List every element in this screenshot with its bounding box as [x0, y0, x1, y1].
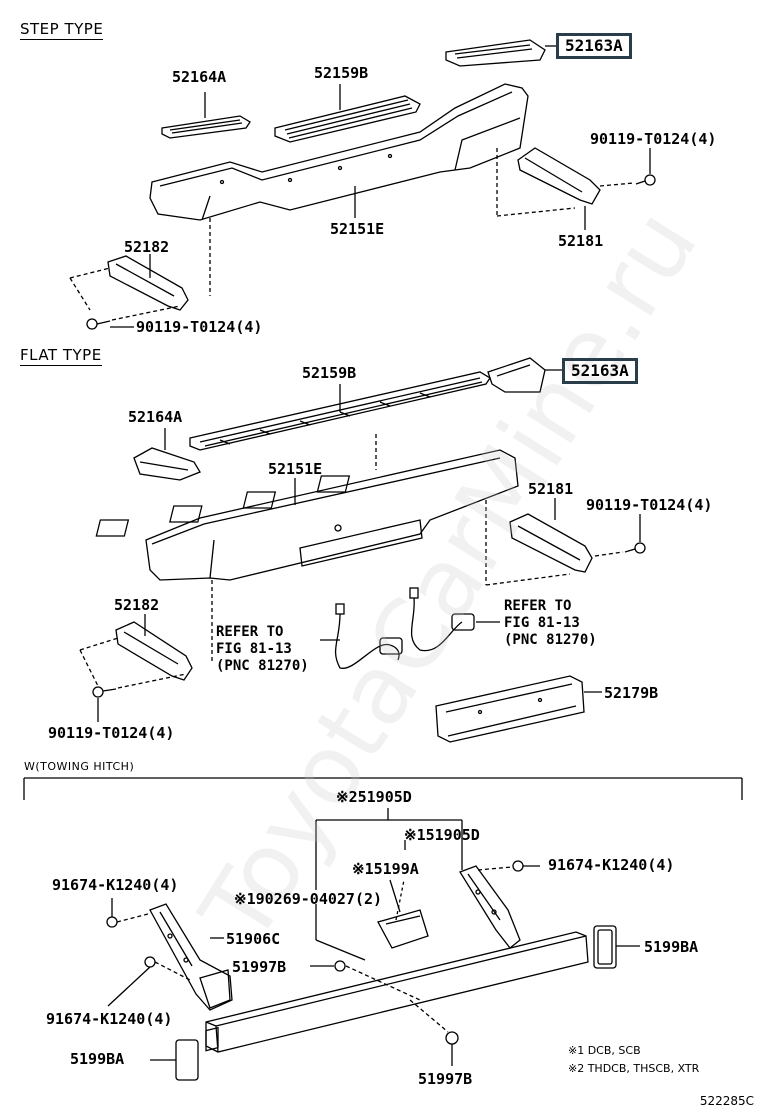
step-pad-52164a-shape: [161, 115, 251, 139]
part-label-step-bolt-left[interactable]: 90119-T0124(4): [136, 318, 263, 336]
flat-bumper-shape: [95, 434, 519, 581]
hitch-bracket-left-shape: [149, 903, 233, 1011]
license-lamp-wiring-shape: [320, 587, 500, 669]
part-label-flat-52182[interactable]: 52182: [114, 596, 160, 614]
refer-right-line-3: (PNC 81270): [504, 632, 597, 648]
part-label-flat-bolt-right[interactable]: 90119-T0124(4): [586, 496, 713, 514]
hitch-bolt-left-top-shape: [106, 898, 149, 928]
refer-right-line-1: REFER TO: [504, 598, 572, 614]
part-label-step-52163a[interactable]: 52163A: [556, 33, 632, 59]
hitch-bolt-left-bottom-shape: [107, 956, 191, 1007]
part-label-step-52159b[interactable]: 52159B: [314, 64, 369, 82]
flat-end-cap-52164a-shape: [133, 447, 201, 481]
step-bumper-shape: [149, 83, 529, 221]
step-pad-52163a-shape: [445, 39, 546, 67]
refer-note-right[interactable]: REFER TO FIG 81-13 (PNC 81270): [504, 598, 597, 649]
figure-code: 522285C: [699, 1094, 754, 1108]
flat-bracket-52181-shape: [485, 500, 593, 586]
part-label-step-52182[interactable]: 52182: [124, 238, 170, 256]
section-flat-type: FLAT TYPE: [20, 346, 102, 366]
part-label-flat-52164a[interactable]: 52164A: [128, 408, 183, 426]
hitch-plug-5199ba-right-shape: [593, 925, 640, 969]
part-label-hitch-bolt-left-bottom[interactable]: 91674-K1240(4): [46, 1010, 173, 1028]
refer-left-line-1: REFER TO: [216, 624, 284, 640]
part-label-flat-52151e[interactable]: 52151E: [268, 460, 323, 478]
part-label-step-52181[interactable]: 52181: [558, 232, 604, 250]
part-label-hitch-bolt-left-top[interactable]: 91674-K1240(4): [52, 876, 179, 894]
part-label-hitch-bolt-top[interactable]: 91674-K1240(4): [548, 856, 675, 874]
part-label-hitch-5199ba-right[interactable]: 5199BA: [644, 938, 699, 956]
hitch-clip-51997b-shape: [310, 960, 421, 1001]
refer-note-left[interactable]: REFER TO FIG 81-13 (PNC 81270): [216, 624, 309, 675]
part-label-step-bolt-right[interactable]: 90119-T0124(4): [590, 130, 717, 148]
part-label-hitch-90269[interactable]: ※190269-04027(2): [234, 890, 383, 908]
step-bolt-left-shape: [86, 305, 181, 330]
hitch-receiver-tube-shape: [205, 931, 589, 1053]
footnote-2: ※2 THDCB, THSCB, XTR: [568, 1062, 700, 1075]
hitch-leaders-top: [315, 808, 463, 961]
part-label-step-52164a[interactable]: 52164A: [172, 68, 227, 86]
refer-left-line-3: (PNC 81270): [216, 658, 309, 674]
flat-bolt-left-shape: [92, 673, 187, 698]
section-towing-hitch: W(TOWING HITCH): [24, 760, 135, 773]
part-label-flat-52179b[interactable]: 52179B: [604, 684, 659, 702]
step-bracket-52181-shape: [496, 147, 601, 217]
refer-left-line-2: FIG 81-13: [216, 641, 292, 657]
part-label-hitch-51905d-2[interactable]: ※251905D: [336, 788, 412, 806]
hitch-plug-5199ba-left-shape: [150, 1039, 199, 1081]
part-label-flat-bolt-left[interactable]: 90119-T0124(4): [48, 724, 175, 742]
refer-right-line-2: FIG 81-13: [504, 615, 580, 631]
flat-bracket-52182-shape: [79, 580, 213, 687]
part-label-hitch-5199a[interactable]: ※15199A: [352, 860, 419, 878]
part-label-flat-52163a[interactable]: 52163A: [562, 358, 638, 384]
hitch-cover-5199a-shape: [377, 909, 429, 949]
hitch-clip-51997b-bottom-shape: [409, 999, 459, 1066]
part-label-hitch-51906c[interactable]: 51906C: [226, 930, 281, 948]
hitch-bracket-right-shape: [459, 865, 521, 949]
part-label-hitch-51997b-b[interactable]: 51997B: [418, 1070, 473, 1088]
hitch-frame-bracket: [23, 777, 743, 800]
part-label-flat-52159b[interactable]: 52159B: [302, 364, 357, 382]
step-pad-52159b-shape: [274, 95, 421, 143]
part-label-hitch-51905d-1[interactable]: ※151905D: [404, 826, 480, 844]
section-step-type: STEP TYPE: [20, 20, 104, 40]
part-label-hitch-51997b-a[interactable]: 51997B: [232, 958, 287, 976]
hitch-guide-dash: [395, 879, 405, 921]
flat-end-cap-52163a-shape: [487, 357, 546, 393]
flat-bolt-right-shape: [594, 542, 646, 557]
part-label-flat-52181[interactable]: 52181: [528, 480, 574, 498]
hitch-bolt-top-shape: [477, 860, 540, 872]
step-bracket-52182-shape: [69, 218, 211, 311]
part-label-step-52151e[interactable]: 52151E: [330, 220, 385, 238]
step-bolt-right-shape: [599, 174, 656, 187]
footnote-1: ※1 DCB, SCB: [568, 1044, 641, 1057]
license-plate-bracket-52179b-shape: [435, 675, 585, 743]
part-label-hitch-5199ba-left[interactable]: 5199BA: [70, 1050, 125, 1068]
